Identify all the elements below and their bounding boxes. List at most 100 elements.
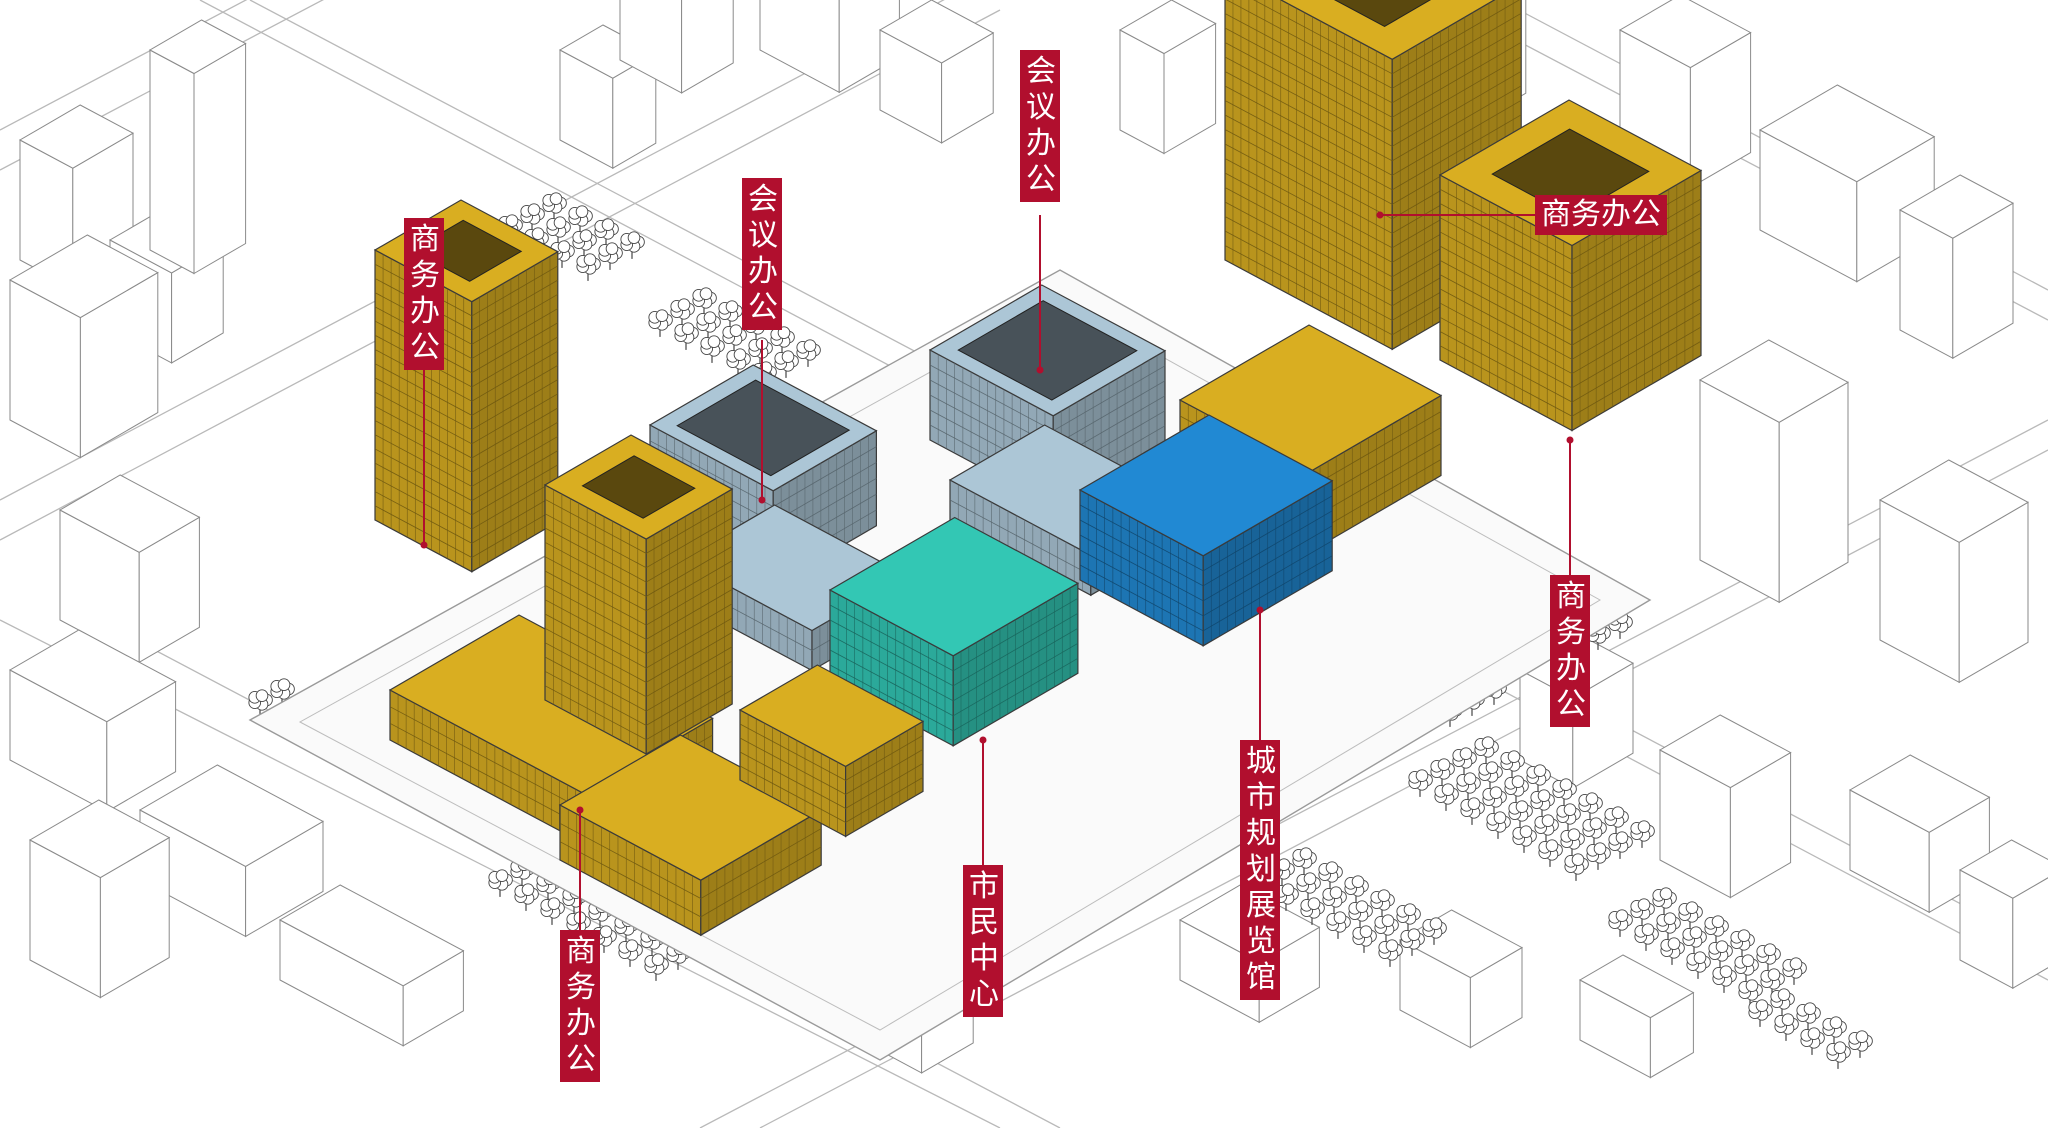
tree-icon (1760, 968, 1785, 996)
tree-icon (1552, 778, 1577, 806)
label-business-office-bottom-left: 商 务 办 公 (560, 930, 600, 1082)
tree-icon (542, 192, 567, 220)
context-building (58, 474, 201, 664)
tree-icon (644, 953, 669, 981)
tree-icon (1530, 789, 1555, 817)
tree-icon (1460, 797, 1485, 825)
context-building (28, 799, 171, 999)
office-podium-bottom-left (558, 734, 823, 937)
tree-icon (568, 205, 593, 233)
planning-exhibition-hall (1078, 414, 1334, 647)
tree-icon (1704, 915, 1729, 943)
tree-icon (1408, 769, 1433, 797)
tree-icon (1378, 939, 1403, 967)
office-annex (738, 664, 925, 838)
tree-icon (1564, 853, 1589, 881)
tree-icon (1708, 940, 1733, 968)
tree-icon (1538, 839, 1563, 867)
tree-icon (620, 231, 645, 259)
tree-icon (1504, 775, 1529, 803)
tree-icon (1396, 903, 1421, 931)
tree-icon (1734, 954, 1759, 982)
tree-icon (1748, 999, 1773, 1027)
tree-icon (1318, 861, 1343, 889)
tree-icon (488, 869, 513, 897)
tree-icon (1652, 887, 1677, 915)
tree-icon (1296, 872, 1321, 900)
tree-icon (1452, 747, 1477, 775)
label-civic-center: 市 民 中 心 (963, 865, 1003, 1017)
tree-icon (1826, 1041, 1851, 1069)
tree-icon (1774, 1013, 1799, 1041)
tree-icon (1526, 764, 1551, 792)
tree-icon (1370, 889, 1395, 917)
tree-icon (1456, 772, 1481, 800)
label-conference-office-left: 会 议 办 公 (742, 178, 782, 330)
office-tower-bottom-left (543, 434, 734, 756)
tree-icon (1630, 820, 1655, 848)
context-building (1958, 839, 2048, 990)
leader-lines (420, 211, 1574, 930)
tree-icon (1800, 1027, 1825, 1055)
tree-icon (1512, 825, 1537, 853)
tree-icon (1534, 814, 1559, 842)
office-tower-right (1438, 99, 1703, 432)
civic-center (828, 516, 1080, 747)
tree-icon (648, 309, 673, 337)
tree-icon (1508, 800, 1533, 828)
tree-icon (1300, 897, 1325, 925)
tree-icon (520, 203, 545, 231)
context-building (8, 629, 177, 813)
tree-icon (1500, 750, 1525, 778)
tree-icon (1478, 761, 1503, 789)
tree-icon (598, 242, 623, 270)
tree-icon (1604, 806, 1629, 834)
label-urban-planning-exhibition-hall: 城 市 规 划 展 览 馆 (1240, 740, 1280, 1000)
context-building (1878, 459, 2030, 684)
office-tower-left (373, 199, 560, 573)
tree-icon (1756, 943, 1781, 971)
tree-icon (1486, 811, 1511, 839)
tree-icon (540, 897, 565, 925)
tree-icon (618, 939, 643, 967)
tree-icon (546, 216, 571, 244)
tree-icon (1474, 736, 1499, 764)
tree-icon (1682, 926, 1707, 954)
tree-icon (572, 229, 597, 257)
context-building (878, 0, 995, 144)
tree-icon (1822, 1016, 1847, 1044)
tree-icon (248, 689, 273, 717)
tree-icon (1352, 925, 1377, 953)
tree-icon (1848, 1030, 1873, 1058)
tree-icon (696, 311, 721, 339)
context-building (1658, 714, 1792, 899)
tree-icon (1374, 914, 1399, 942)
context-building (1118, 0, 1217, 155)
context-building (278, 884, 465, 1047)
context-building (619, 0, 734, 94)
tree-icon (1400, 928, 1425, 956)
tree-icon (1630, 898, 1655, 926)
tree-icon (1770, 988, 1795, 1016)
label-conference-office-top: 会 议 办 公 (1020, 50, 1060, 202)
tree-icon (1782, 957, 1807, 985)
label-business-office-left: 商 务 办 公 (404, 218, 444, 370)
tree-icon (1422, 917, 1447, 945)
tree-icon (1686, 951, 1711, 979)
tree-icon (1608, 909, 1633, 937)
tree-icon (796, 339, 821, 367)
tree-icon (1582, 817, 1607, 845)
context-building (759, 0, 900, 94)
tree-icon (1482, 786, 1507, 814)
tree-icon (576, 253, 601, 281)
tree-icon (700, 335, 725, 363)
tree-icon (1678, 901, 1703, 929)
tree-icon (1326, 911, 1351, 939)
tree-icon (1608, 831, 1633, 859)
tree-icon (594, 218, 619, 246)
tree-icon (1656, 912, 1681, 940)
label-business-office-right: 商 务 办 公 (1550, 575, 1590, 727)
tree-icon (1634, 923, 1659, 951)
tree-icon (270, 678, 295, 706)
